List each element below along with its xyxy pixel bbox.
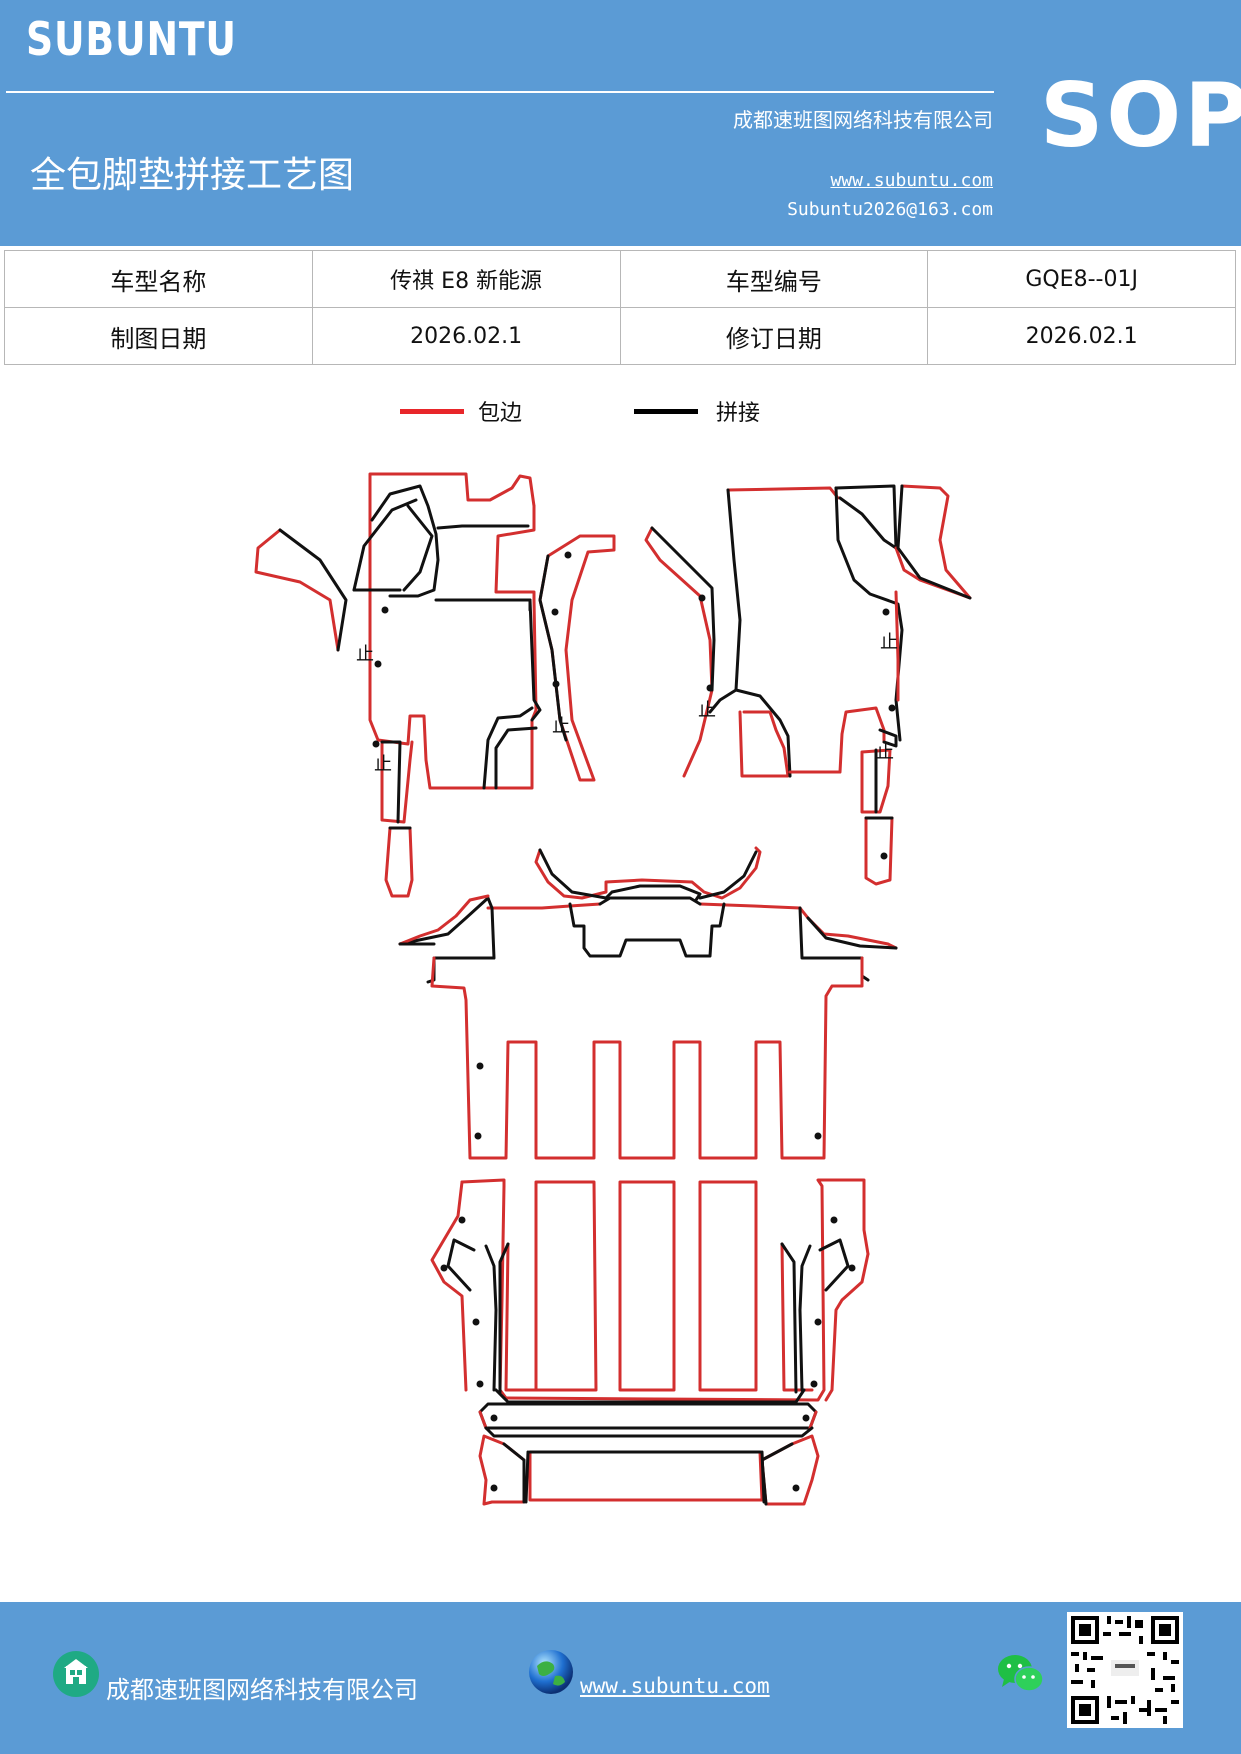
floor-mat-diagram: 止 止 止 xyxy=(254,472,972,1506)
header-banner xyxy=(0,0,1241,246)
stop-marker: 止 xyxy=(552,716,570,737)
header-email: Subuntu2026@163.com xyxy=(787,199,993,220)
value-drawing-date: 2026.02.1 xyxy=(311,307,621,365)
label-model-name: 车型名称 xyxy=(4,250,313,308)
stop-marker: 止 xyxy=(374,754,392,775)
label-revision-date: 修订日期 xyxy=(619,307,929,365)
info-table: 车型名称 传祺 E8 新能源 车型编号 GQE8--01J 制图日期 2026.… xyxy=(4,250,1236,365)
stop-marker: 止 xyxy=(876,742,894,763)
brand-logo: SUBUNTU xyxy=(26,12,237,66)
label-drawing-date: 制图日期 xyxy=(4,307,313,365)
label-model-code: 车型编号 xyxy=(619,250,929,308)
legend-seam: 拼接 xyxy=(634,395,834,435)
info-row: 制图日期 2026.02.1 修订日期 2026.02.1 xyxy=(4,307,1236,365)
legend-edging: 包边 xyxy=(400,395,600,435)
stop-marker: 止 xyxy=(698,700,716,721)
building-icon xyxy=(53,1651,99,1697)
legend-seam-label: 拼接 xyxy=(716,401,761,426)
info-row: 车型名称 传祺 E8 新能源 车型编号 GQE8--01J xyxy=(4,250,1236,308)
value-model-name: 传祺 E8 新能源 xyxy=(311,250,621,308)
rear-floor-mat xyxy=(398,894,898,1160)
stop-marker: 止 xyxy=(356,644,374,665)
trunk-mat xyxy=(478,1402,820,1506)
page-title: 全包脚垫拼接工艺图 xyxy=(30,155,355,196)
footer-company: 成都速班图网络科技有限公司 xyxy=(106,1676,418,1704)
header-company: 成都速班图网络科技有限公司 xyxy=(733,108,993,132)
center-tunnel-mat xyxy=(486,846,802,958)
stop-marker: 止 xyxy=(880,632,898,653)
rear-seat-mat xyxy=(430,1178,870,1404)
value-model-code: GQE8--01J xyxy=(927,250,1236,308)
qr-code-icon xyxy=(1067,1612,1183,1728)
sop-label: SOP xyxy=(1040,64,1241,167)
header-divider xyxy=(6,91,994,93)
legend-edging-swatch xyxy=(400,409,464,414)
header-website-link[interactable]: www.subuntu.com xyxy=(830,170,993,191)
front-right-mat: 止 止 止 xyxy=(644,484,972,886)
legend-edging-label: 包边 xyxy=(478,401,523,426)
front-left-mat: 止 止 止 xyxy=(254,472,616,898)
value-revision-date: 2026.02.1 xyxy=(927,307,1236,365)
footer-website-link[interactable]: www.subuntu.com xyxy=(580,1674,770,1698)
globe-icon xyxy=(529,1650,573,1694)
legend-seam-swatch xyxy=(634,409,698,414)
wechat-icon xyxy=(998,1655,1044,1692)
